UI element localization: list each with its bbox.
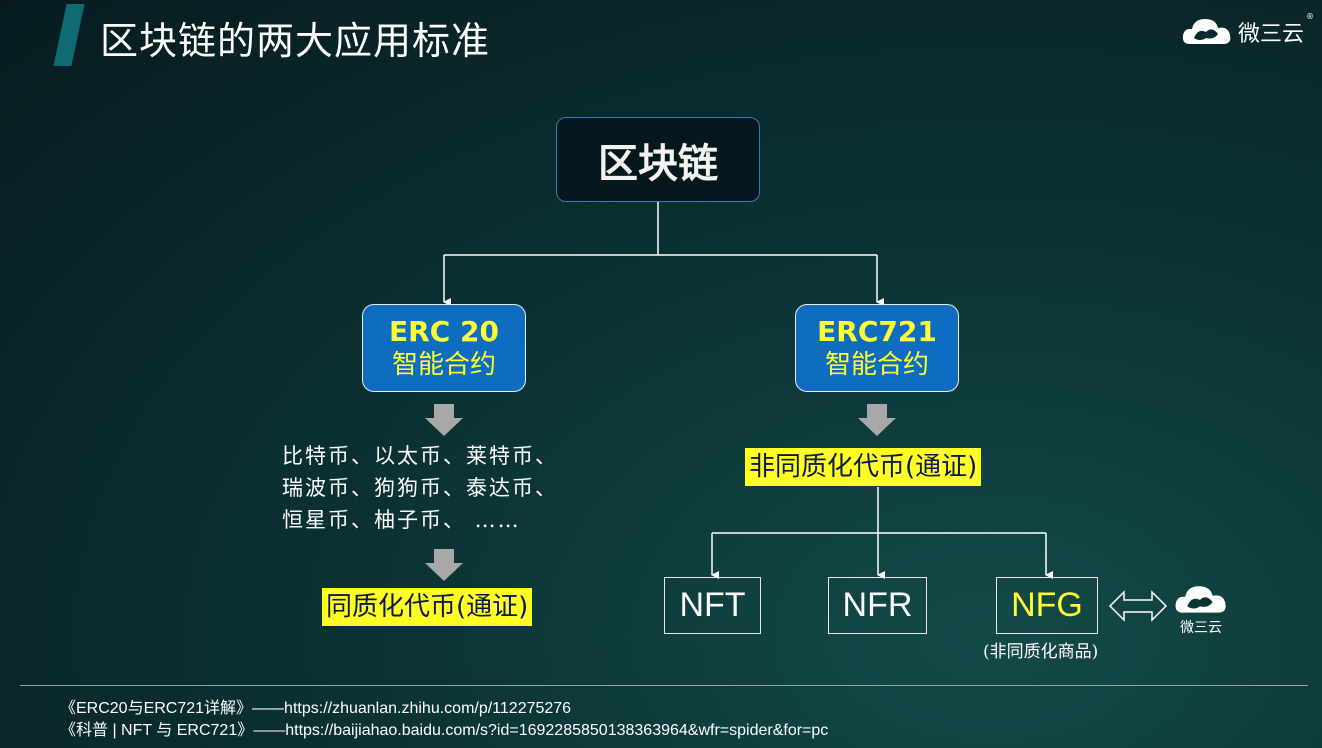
erc721-title: ERC721 [817, 315, 937, 348]
nfr-node: NFR [828, 577, 927, 634]
cloud-logo-icon [1175, 586, 1226, 613]
nfg-node: NFG [996, 577, 1098, 634]
erc20-subtitle: 智能合约 [391, 350, 496, 380]
down-arrow-icon [425, 404, 463, 436]
registered-mark: ® [1306, 12, 1314, 21]
footer-divider [20, 685, 1308, 686]
coin-list: 比特币、以太币、莱特币、 瑞波币、狗狗币、泰达币、 恒星币、柚子币、 …… [282, 440, 558, 536]
down-arrow-icon [425, 549, 463, 581]
erc20-title: ERC 20 [389, 315, 499, 348]
coin-line: 瑞波币、狗狗币、泰达币、 [282, 476, 558, 500]
erc721-node: ERC721 智能合约 [795, 304, 959, 392]
blockchain-node: 区块链 [556, 117, 760, 202]
nfg-caption: (非同质化商品) [983, 642, 1099, 662]
coin-line: 比特币、以太币、莱特币、 [282, 444, 558, 468]
brand-logo: 微三云 ® [1180, 12, 1314, 50]
nft-node: NFT [664, 577, 761, 634]
double-arrow-icon [1108, 590, 1168, 622]
partner-name: 微三云 [1180, 620, 1222, 636]
page-title: 区块链的两大应用标准 [100, 19, 491, 63]
reference-1: 《ERC20与ERC721详解》——https://zhuanlan.zhihu… [60, 700, 572, 717]
non-fungible-token-label: 非同质化代币(通证) [745, 448, 982, 486]
brand-name: 微三云 [1238, 22, 1305, 47]
coin-line: 恒星币、柚子币、 …… [282, 508, 521, 532]
fungible-token-label: 同质化代币(通证) [322, 588, 533, 626]
erc721-subtitle: 智能合约 [824, 350, 929, 380]
partner-logo: 微三云 [1172, 581, 1230, 637]
reference-2: 《科普 | NFT 与 ERC721》——https://baijiahao.b… [60, 722, 829, 739]
cloud-logo-icon [1182, 19, 1231, 44]
down-arrow-icon [858, 404, 896, 436]
erc20-node: ERC 20 智能合约 [362, 304, 526, 392]
